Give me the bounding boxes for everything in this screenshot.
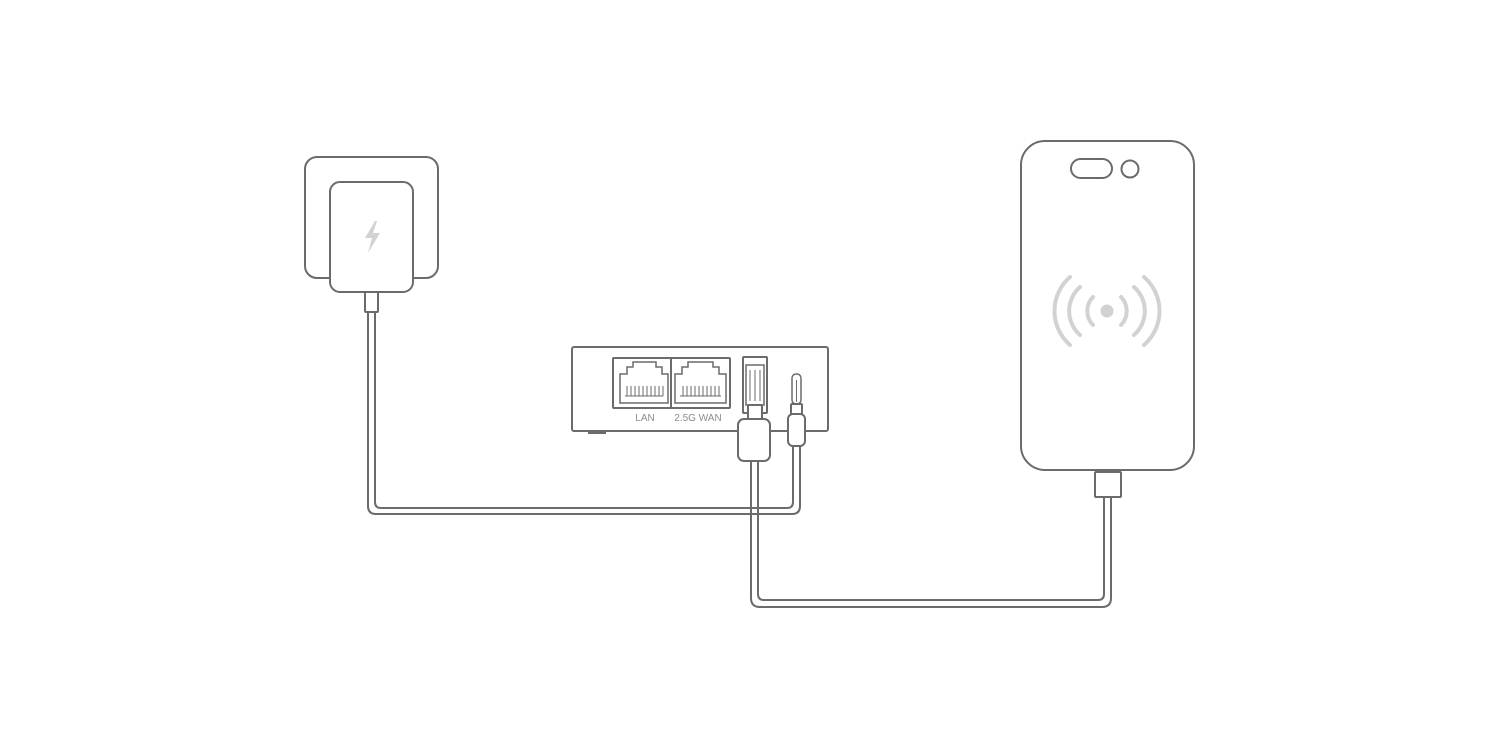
lan-port-socket [619, 361, 669, 404]
wan-port-pins [682, 386, 720, 396]
cables [367, 312, 1112, 608]
usb-cable-outer [750, 460, 1112, 608]
phone-charging-plug [1094, 471, 1122, 498]
wan-port [674, 361, 727, 404]
power-cable-inner [374, 312, 794, 509]
lan-port-label: LAN [635, 413, 654, 424]
lan-port-pins [626, 386, 664, 396]
wan-port-label: 2.5G WAN [674, 413, 721, 424]
dc-plug-housing [787, 413, 806, 447]
phone-camera-lens [1120, 159, 1140, 179]
wireless-signal-icon [1052, 275, 1162, 347]
phone-camera-pill [1070, 158, 1113, 179]
lan-port [619, 361, 669, 404]
usb-plug-neck [747, 404, 763, 420]
phone [1020, 140, 1195, 498]
usb-cable-inner [757, 460, 1105, 601]
usb-plug-housing [737, 418, 771, 462]
lightning-icon [365, 221, 380, 253]
usb-plug-contacts [749, 370, 761, 401]
dc-plug-neck [790, 403, 803, 415]
wan-port-socket [674, 361, 727, 404]
router [571, 346, 829, 462]
adapter-plug [364, 291, 379, 313]
power-cable-outer [367, 312, 801, 515]
